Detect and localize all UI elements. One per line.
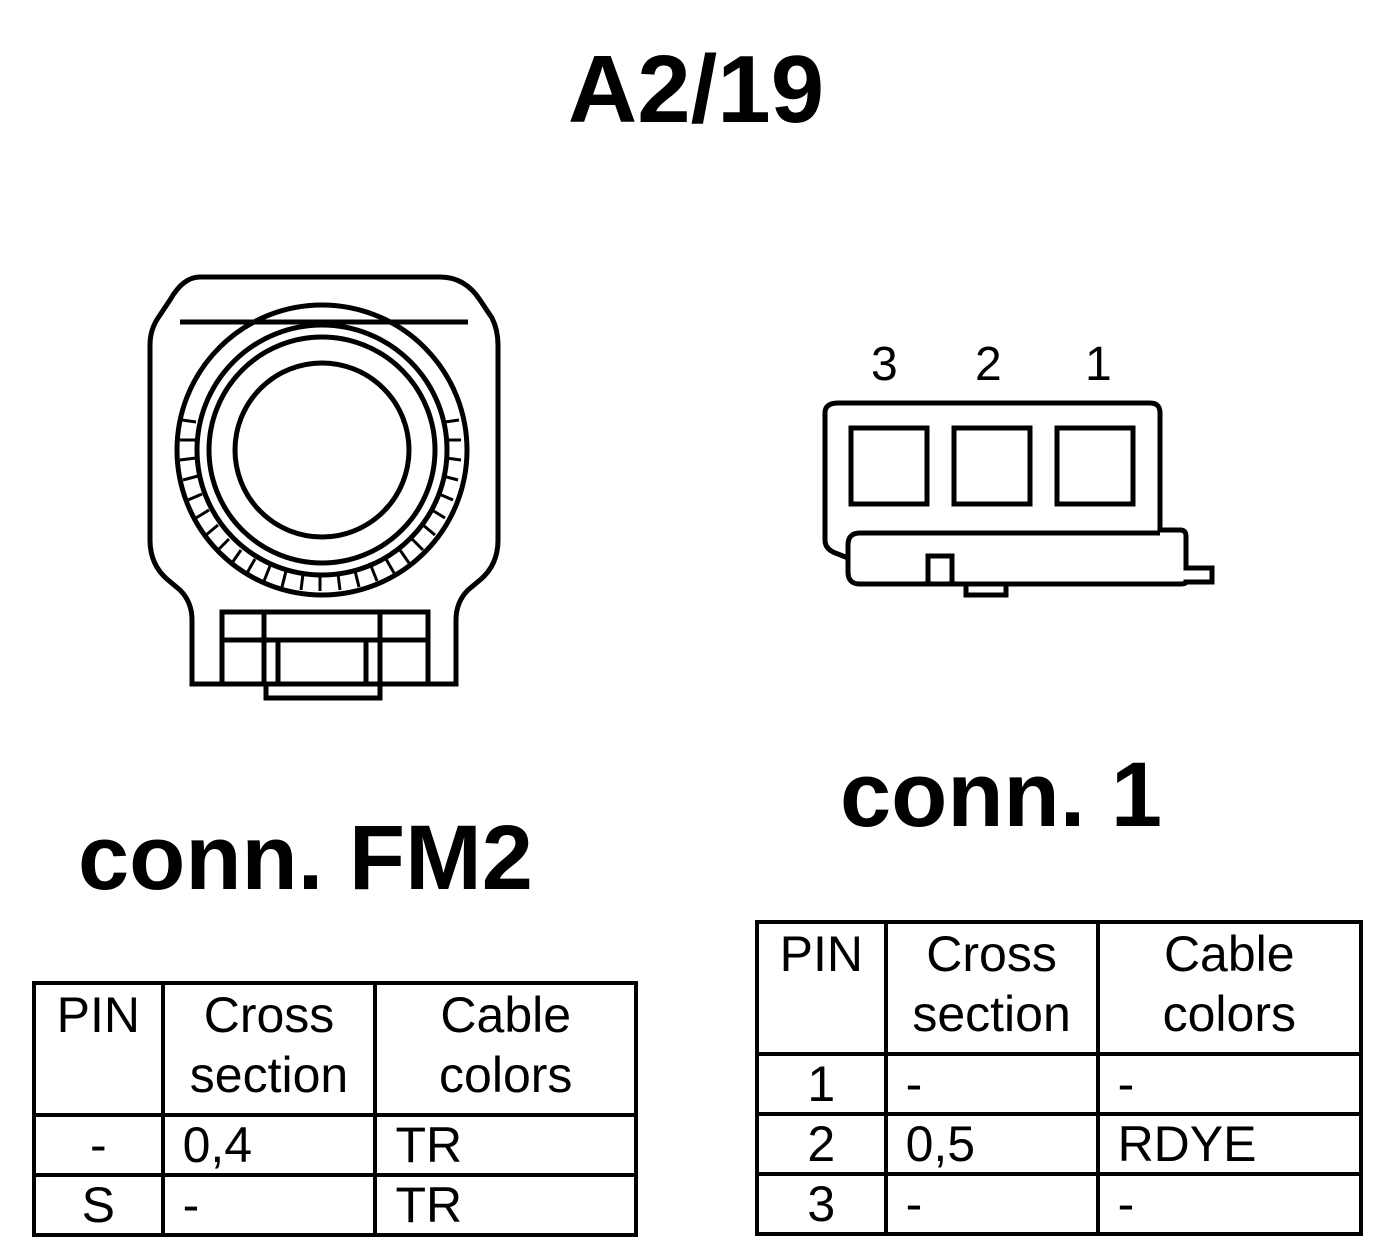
header-cable-colors: Cable colors (1095, 920, 1364, 1056)
cross-section-cell: 0,4 (160, 1113, 378, 1177)
table-row: 1 - - (755, 1052, 1364, 1116)
knurl-ticks (179, 418, 462, 591)
header-pin: PIN (755, 920, 888, 1056)
table-header-row: PIN Cross section Cable colors (32, 981, 638, 1117)
cable-colors-cell: TR (373, 1173, 638, 1237)
connector-fm2-label: conn. FM2 (78, 807, 533, 909)
table-row: - 0,4 TR (32, 1113, 638, 1177)
cross-section-cell: - (160, 1173, 378, 1237)
cable-colors-cell: - (1095, 1172, 1364, 1236)
header-cable-colors: Cable colors (373, 981, 638, 1117)
pin-cell: 2 (755, 1112, 888, 1176)
table-header-row: PIN Cross section Cable colors (755, 920, 1364, 1056)
connector-1-label: conn. 1 (840, 744, 1163, 846)
diagram-title: A2/19 (567, 36, 825, 143)
cable-colors-cell: - (1095, 1052, 1364, 1116)
connector-1-pin-table: PIN Cross section Cable colors 1 - - 2 0… (755, 920, 1364, 1236)
header-cross-section: Cross section (883, 920, 1100, 1056)
connector-fm2-pin-table: PIN Cross section Cable colors - 0,4 TR … (32, 981, 638, 1237)
header-pin: PIN (32, 981, 165, 1117)
pin-cell: - (32, 1113, 165, 1177)
cross-section-cell: - (883, 1052, 1100, 1116)
pin-number-3: 3 (871, 338, 898, 391)
cross-section-cell: 0,5 (883, 1112, 1100, 1176)
header-cross-section: Cross section (160, 981, 378, 1117)
table-row: 2 0,5 RDYE (755, 1112, 1364, 1176)
cable-colors-cell: RDYE (1095, 1112, 1364, 1176)
cross-section-cell: - (883, 1172, 1100, 1236)
pin-number-1: 1 (1085, 338, 1112, 391)
pin-cell: S (32, 1173, 165, 1237)
pin-cell: 3 (755, 1172, 888, 1236)
table-row: S - TR (32, 1173, 638, 1237)
connector-fm2-drawing (147, 274, 501, 701)
table-row: 3 - - (755, 1172, 1364, 1236)
pin-number-2: 2 (975, 338, 1002, 391)
pin-cell: 1 (755, 1052, 888, 1116)
cable-colors-cell: TR (373, 1113, 638, 1177)
connector-1-drawing (822, 400, 1215, 598)
